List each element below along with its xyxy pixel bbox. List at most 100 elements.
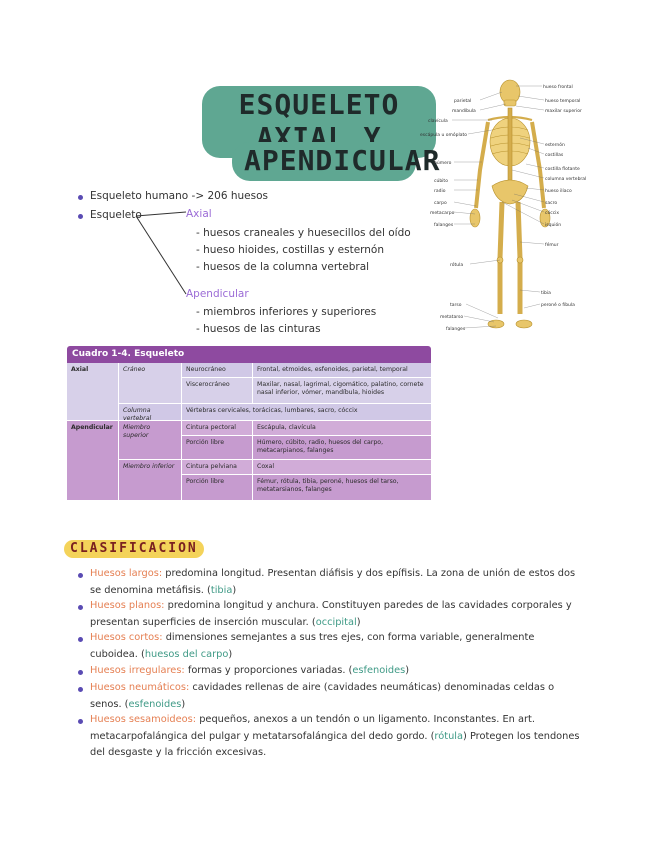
cell-miembro-inferior: Miembro inferior xyxy=(119,460,181,500)
cell-neurocraneo: Neurocráneo xyxy=(182,363,252,377)
cell-columna-val: Vértebras cervicales, torácicas, lumbare… xyxy=(182,404,431,420)
label-tibia: tibia xyxy=(541,290,551,296)
cell-viscerocraneo-val: Maxilar, nasal, lagrimal, cigomático, pa… xyxy=(253,378,431,403)
cell-cintura-pectoral: Cintura pectoral xyxy=(182,421,252,435)
bullet-dot xyxy=(78,605,83,610)
cell-cintura-pelviana: Cintura pelviana xyxy=(182,460,252,474)
bullet-dot xyxy=(78,195,83,200)
table-header: Cuadro 1-4. Esqueleto xyxy=(67,346,431,363)
example: huesos del carpo xyxy=(144,648,229,660)
cell-porcion-libre-2: Porción libre xyxy=(182,475,252,500)
cell-columna: Columna vertebral xyxy=(119,404,181,422)
apend-item-2: - huesos de las cinturas xyxy=(196,323,321,335)
cell-apendicular: Apendicular xyxy=(67,421,118,500)
cell-porcion-libre-2-val: Fémur, rótula, tibia, peroné, huesos del… xyxy=(253,475,431,500)
term: Huesos sesamoideos: xyxy=(90,714,197,725)
cell-porcion-libre-1: Porción libre xyxy=(182,436,252,459)
label-hueso-iliaco: hueso ilíaco xyxy=(545,187,572,194)
example: tibia xyxy=(210,584,233,596)
example: esfenoides xyxy=(128,698,182,710)
skeleton-illustration: hueso frontal parietal hueso temporal ma… xyxy=(420,79,586,332)
label-isquion: isquión xyxy=(545,221,561,228)
label-mandibula: mandíbula xyxy=(452,107,476,114)
cell-porcion-libre-1-val: Húmero, cúbito, radio, huesos del carpo,… xyxy=(253,436,431,459)
cell-cintura-pectoral-val: Escápula, clavícula xyxy=(253,421,431,435)
bracket-lines xyxy=(135,211,187,295)
term: Huesos cortos: xyxy=(90,632,163,643)
clas-item-sesamoideos: Huesos sesamoideos: pequeños, anexos a u… xyxy=(90,712,580,762)
cell-craneo: Cráneo xyxy=(119,363,181,403)
clas-item-largos: Huesos largos: predomina longitud. Prese… xyxy=(90,566,580,599)
clas-item-planos: Huesos planos: predomina longitud y anch… xyxy=(90,598,580,631)
example: occipital xyxy=(315,616,357,628)
desc: predomina longitud. Presentan diáfisis y… xyxy=(90,568,576,596)
label-metatarso: metatarso xyxy=(440,314,463,320)
label-costillas: costillas xyxy=(545,152,564,158)
label-rotula: rótula xyxy=(450,261,463,268)
label-humero: húmero xyxy=(434,159,452,166)
clas-item-cortos: Huesos cortos: dimensiones semejantes a … xyxy=(90,630,580,663)
axial-item-2: - hueso hioides, costillas y esternón xyxy=(196,244,385,256)
label-metacarpo: metacarpo xyxy=(430,210,455,216)
bullet-dot xyxy=(78,637,83,642)
label-carpo: carpo xyxy=(434,200,447,206)
label-hueso-temporal: hueso temporal xyxy=(545,98,580,104)
label-coccix: cóccix xyxy=(545,209,559,216)
cell-cintura-pelviana-val: Coxal xyxy=(253,460,431,474)
apend-item-1: - miembros inferiores y superiores xyxy=(196,306,377,318)
bullet-skeleton: Esqueleto xyxy=(90,209,142,221)
desc: cavidades rellenas de aire (cavidades ne… xyxy=(90,682,555,710)
bullet-dot xyxy=(78,670,83,675)
axial-item-1: - huesos craneales y huesecillos del oíd… xyxy=(196,227,411,239)
apendicular-label: Apendicular xyxy=(186,288,249,300)
cell-neurocraneo-val: Frontal, etmoides, esfenoides, parietal,… xyxy=(253,363,431,377)
bullet-dot xyxy=(78,214,83,219)
cell-miembro-superior: Miembro superior xyxy=(119,421,181,459)
table-title: Cuadro 1-4. Esqueleto xyxy=(72,349,185,359)
desc: dimensiones semejantes a sus tres ejes, … xyxy=(90,632,535,660)
desc: predomina longitud y anchura. Constituye… xyxy=(90,600,572,628)
label-parietal: parietal xyxy=(454,98,471,104)
label-cubito: cúbito xyxy=(434,177,448,184)
label-clavicula: clavícula xyxy=(428,117,448,124)
close: ) xyxy=(356,616,361,628)
bullet-skeleton-count: Esqueleto humano -> 206 huesos xyxy=(90,190,268,202)
example: rótula xyxy=(434,730,464,742)
axial-label: Axial xyxy=(186,208,212,220)
clas-item-irregulares: Huesos irregulares: formas y proporcione… xyxy=(90,663,580,680)
term: Huesos planos: xyxy=(90,600,165,611)
close: ) Protegen los tendones del desgaste y l… xyxy=(90,730,580,759)
label-columna-vertebral: columna vertebral xyxy=(545,176,586,182)
label-escapula: escápula u omóplato xyxy=(420,131,467,138)
label-sacro: sacro xyxy=(545,200,557,206)
cell-viscerocraneo: Viscerocráneo xyxy=(182,378,252,403)
label-hueso-frontal: hueso frontal xyxy=(543,84,573,90)
bullet-dot xyxy=(78,719,83,724)
label-radio: radio xyxy=(434,188,446,194)
clas-item-neumaticos: Huesos neumáticos: cavidades rellenas de… xyxy=(90,680,580,713)
label-esternon: esternón xyxy=(545,141,565,148)
label-falanges-pie: falanges xyxy=(446,326,466,332)
close: ) xyxy=(405,665,410,676)
clasificacion-title: CLASIFICACION xyxy=(64,540,204,558)
bullet-dot xyxy=(78,687,83,692)
label-falanges-mano: falanges xyxy=(434,222,454,228)
close: ) xyxy=(228,648,233,660)
close: ) xyxy=(181,698,186,710)
cell-axial: Axial xyxy=(67,363,118,420)
label-femur: fémur xyxy=(545,241,559,248)
label-costilla-flotante: costilla flotante xyxy=(545,166,580,172)
close: ) xyxy=(232,584,237,596)
page-title-line2: APENDICULAR xyxy=(232,142,439,181)
term: Huesos neumáticos: xyxy=(90,682,190,693)
label-tarso: tarso xyxy=(450,302,462,308)
term: Huesos irregulares: xyxy=(90,665,185,676)
bullet-dot xyxy=(78,573,83,578)
axial-item-3: - huesos de la columna vertebral xyxy=(196,261,370,273)
label-perone: peroné o fíbula xyxy=(541,301,575,308)
desc: formas y proporciones variadas. ( xyxy=(184,665,353,676)
term: Huesos largos: xyxy=(90,568,163,579)
example: esfenoides xyxy=(352,665,406,676)
label-maxilar-superior: maxilar superior xyxy=(545,108,582,114)
skeleton-table: Cuadro 1-4. Esqueleto Axial Cráneo Neuro… xyxy=(67,346,431,500)
